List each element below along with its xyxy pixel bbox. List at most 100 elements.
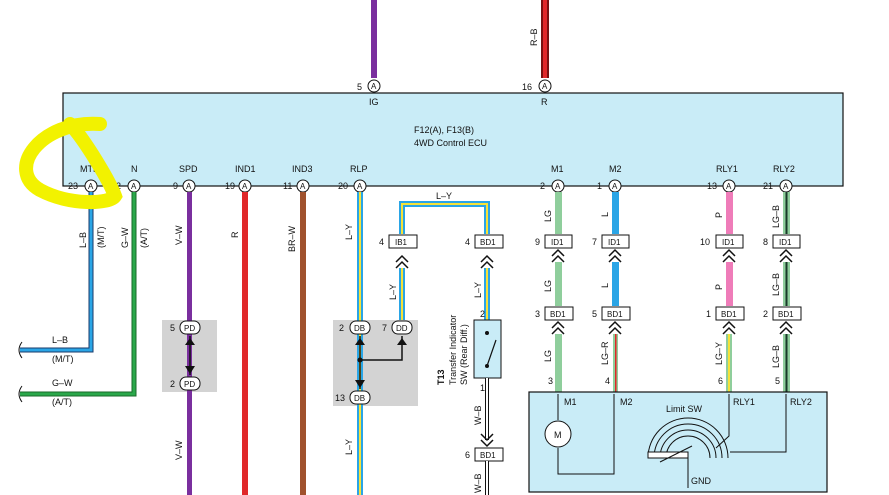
n-wire-outer [20,192,137,397]
id1-m2-name: ID1 [608,238,621,247]
pin-num-m1: 2 [540,181,545,191]
bd1-rly1-shape [715,306,745,321]
spd-wire-label: V–W [174,225,184,245]
n-wire: G–W (A/T) [20,192,149,397]
ig-pin-conn: A [371,82,377,91]
pd-junction-bot: 2 PD [170,376,201,391]
id1-m2-connector: 7 ID1 [592,234,630,263]
m2-wire-3-stripe [615,334,617,394]
transfer-indicator-switch: 2 1 T13 Transfer Indicator SW (Rear Diff… [436,309,502,393]
bd1-m1-connector: 3 BD1 [535,306,574,335]
switch-pin-bot: 1 [480,383,485,393]
pd-top-shape [179,320,201,335]
limit-arc-1 [647,417,729,459]
pin-label-mtn: MTN [80,164,100,174]
ig-wire [371,0,377,78]
loop-wire-stripe [401,203,488,234]
m1-wire-3 [555,334,562,394]
id1-rly1-shape [715,234,744,249]
id1-m2-arrow-icon [608,248,622,263]
pin-num-m2: 1 [597,181,602,191]
sw-out-wire-2-stripe [486,461,488,495]
pd-arrow-down-icon [185,366,195,374]
m1-wire-label-1: LG [543,210,553,222]
left-terminal-n: G–W (A/T) [18,378,73,407]
break-mark-n [18,385,23,403]
loop-wire-outer [399,201,490,234]
dd-arrow-up-icon [397,338,407,345]
ecu-box [62,92,844,187]
switch-pin-top: 2 [480,309,485,319]
bd1-rly2-arrow-icon [779,320,793,335]
rly2-wire-label-1: LG–B [771,205,781,228]
limit-contact [659,445,693,463]
db-tl-pin: 2 [339,323,344,333]
ind3-wire [300,192,306,495]
m2-wire-label-2: L [600,283,610,288]
ib1-wire-label: L–Y [388,284,398,300]
dd-tr-name: DD [396,324,408,333]
rly1-wire-3-stripe [728,334,730,394]
pin-label-m1: M1 [551,164,564,174]
ig-pin-circle [367,79,381,93]
ind1-wire-label: R [230,231,240,238]
ib1-name: IB1 [395,238,408,247]
pin-num-ind1: 19 [225,181,235,191]
id1-rly1-arrow-icon [722,248,736,263]
pin-label-ind1: IND1 [235,164,256,174]
bd1-m1-arrow-icon [551,320,565,335]
sw-out-wire-stripe [486,378,488,440]
actuator-pin-m2: 4 [605,376,610,386]
id1-rly1-pin: 10 [700,237,710,247]
actuator-label-rly1: RLY1 [733,397,755,407]
rly2-wire-label-2: LG–B [771,273,781,296]
left-terminal-mtn-wire: L–B [52,335,68,345]
id1-m1-pin: 9 [535,237,540,247]
pin-num-ind3: 11 [283,181,292,191]
pin-conn-ind3: A [300,182,306,191]
left-terminal-n-wire: G–W [52,378,73,388]
actuator-label-m2: M2 [620,397,633,407]
ig-label: IG [369,97,379,107]
switch-name-line2: SW (Rear Diff.) [459,324,469,385]
limit-arc-2 [653,423,723,459]
bd1-sw-shape [474,234,504,249]
bd1-rly1-pin: 1 [706,309,711,319]
r-pin-circle [538,79,552,93]
bd1-sw-pin: 4 [465,237,470,247]
r-wire-line [543,0,547,78]
bd1-rly2-connector: 2 BD1 [763,306,802,335]
left-terminal-n-note: (A/T) [52,397,72,407]
limit-arc-3 [659,429,717,459]
pd-bot-name: PD [184,380,195,389]
m1-wire-2 [555,262,562,306]
id1-rly1-connector: 10 ID1 [700,234,744,263]
rlp-wire-label: L–Y [344,224,354,240]
motor-wiring [557,394,615,475]
bd1-rly1-arrow-icon [722,320,736,335]
rly1-wire-label-3: LG–Y [714,342,724,365]
bd1-m2-shape [601,306,631,321]
db-arrow-up-icon [355,338,365,345]
ib1-wire-stripe [401,268,403,320]
pin-conn-mtn: A [88,182,94,191]
db-bot-pin: 13 [335,393,345,403]
n-wire-label: G–W [120,227,130,248]
ecu-name-line2: 4WD Control ECU [414,138,487,148]
n-wire-note: (A/T) [139,228,149,248]
r-wire: R–B [529,0,549,78]
ig-wire-line [371,0,377,78]
id1-m1-name: ID1 [551,238,564,247]
db-arrow-down-icon [355,380,365,388]
pin-label-n: N [131,164,138,174]
break-mark-mtn [18,341,23,359]
ecu-bottom-pins: 23 A 22 A 9 A 19 A 11 A 20 A 2 A 1 A 13 … [68,179,793,193]
actuator-limit-sw-label: Limit SW [666,404,703,414]
rlp-wire-label-low: L–Y [344,439,354,455]
pin-num-rly2: 21 [763,181,773,191]
ib1-arrow-icon [395,254,409,269]
r-pin-conn: A [542,82,548,91]
bd1-rly1-name: BD1 [721,310,737,319]
n-wire-line [20,192,136,396]
